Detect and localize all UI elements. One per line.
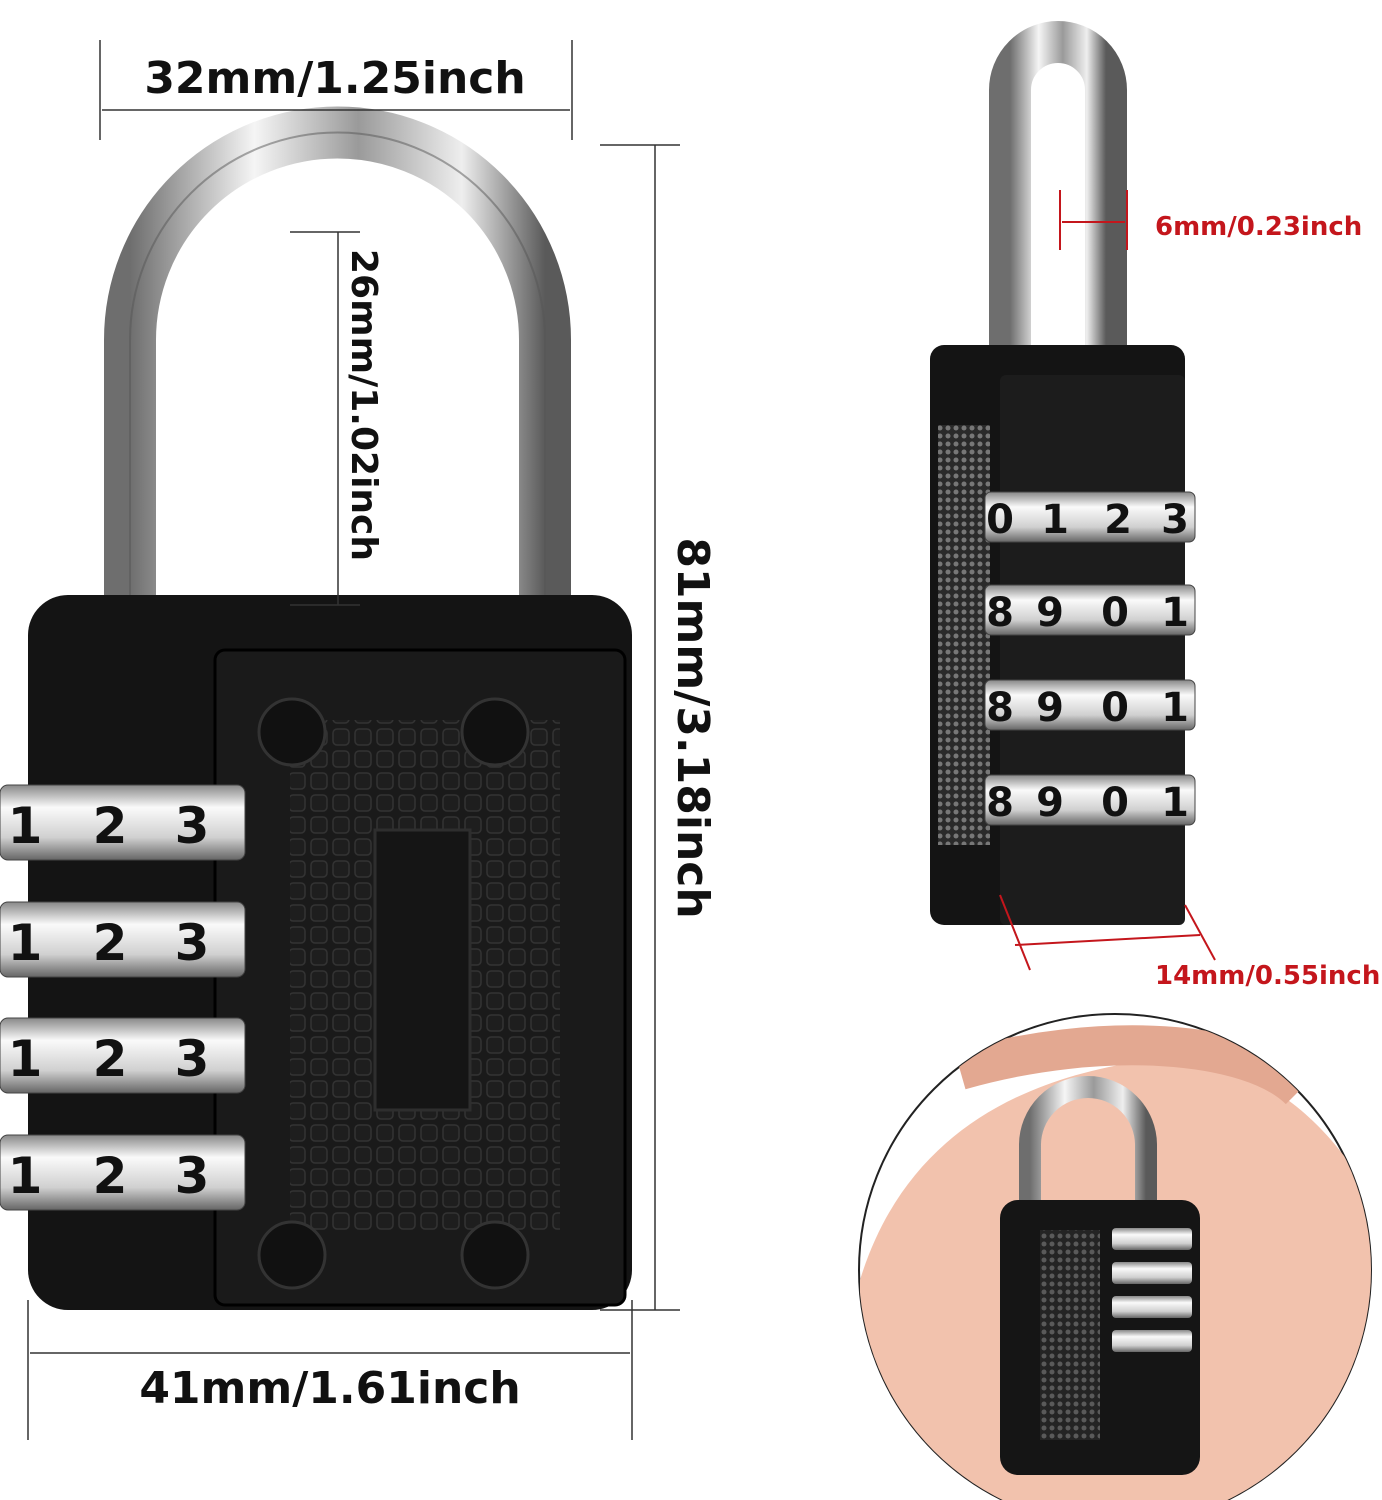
svg-text:0: 0	[1101, 685, 1129, 731]
svg-text:0: 0	[1101, 780, 1129, 826]
svg-text:1: 1	[8, 914, 43, 972]
dial-4[interactable]: 1 2 3	[0, 1134, 246, 1211]
svg-text:9: 9	[1036, 590, 1064, 636]
svg-text:8: 8	[986, 780, 1014, 826]
side-dial-1[interactable]: 0 1 2 3	[984, 491, 1196, 543]
side-dial-4[interactable]: 8 9 0 1	[984, 774, 1196, 826]
svg-text:8: 8	[986, 685, 1014, 731]
svg-text:0: 0	[1101, 590, 1129, 636]
svg-text:1: 1	[8, 1147, 43, 1205]
svg-text:1: 1	[8, 797, 43, 855]
svg-text:3: 3	[175, 914, 210, 972]
body-width-label: 41mm/1.61inch	[139, 1363, 520, 1414]
svg-text:3: 3	[175, 797, 210, 855]
svg-text:1: 1	[1161, 780, 1189, 826]
svg-text:1: 1	[1041, 497, 1069, 543]
total-height-label: 81mm/3.18inch	[667, 537, 718, 918]
dial-3[interactable]: 1 2 3	[0, 1017, 246, 1094]
svg-text:2: 2	[93, 797, 128, 855]
svg-text:2: 2	[93, 1030, 128, 1088]
svg-text:2: 2	[1104, 497, 1132, 543]
front-padlock: 1 2 3 1 2 3 1 2 3 1 2 3	[0, 106, 632, 1310]
svg-text:1: 1	[1161, 590, 1189, 636]
svg-text:3: 3	[175, 1030, 210, 1088]
svg-text:2: 2	[93, 914, 128, 972]
side-dial-3[interactable]: 8 9 0 1	[984, 679, 1196, 731]
dimension-lines	[27, 40, 680, 1440]
svg-text:0: 0	[986, 497, 1014, 543]
dial-1[interactable]: 1 2 3	[0, 784, 246, 861]
svg-text:1: 1	[8, 1030, 43, 1088]
shackle-width-label: 32mm/1.25inch	[144, 53, 525, 104]
svg-text:9: 9	[1036, 780, 1064, 826]
shackle-height-label: 26mm/1.02inch	[343, 249, 384, 561]
shackle-diameter-label: 6mm/0.23inch	[1155, 212, 1362, 242]
svg-text:3: 3	[175, 1147, 210, 1205]
side-dial-2[interactable]: 8 9 0 1	[984, 584, 1196, 636]
dial-2[interactable]: 1 2 3	[0, 901, 246, 978]
svg-text:1: 1	[1161, 685, 1189, 731]
svg-text:9: 9	[1036, 685, 1064, 731]
svg-text:8: 8	[986, 590, 1014, 636]
body-thickness-label: 14mm/0.55inch	[1155, 961, 1380, 991]
svg-text:3: 3	[1161, 497, 1189, 543]
svg-text:2: 2	[93, 1147, 128, 1205]
hand-photo	[858, 1013, 1372, 1500]
side-padlock: 0 1 2 3 8 9 0 1 8 9 0 1 8 9 0 1	[930, 21, 1196, 925]
red-dimension-lines	[999, 190, 1216, 971]
